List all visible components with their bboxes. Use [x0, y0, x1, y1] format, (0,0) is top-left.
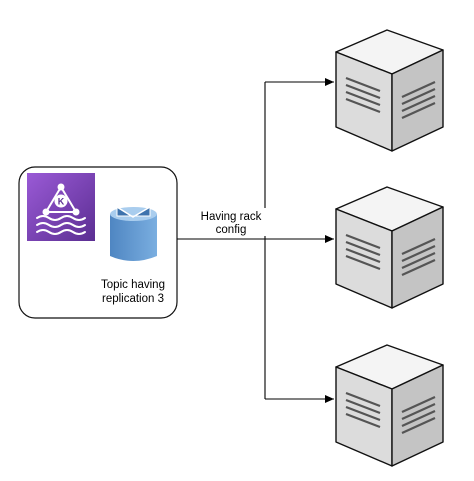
server-group [335, 29, 444, 467]
server-slot-left [345, 90, 381, 107]
server-slot-right [401, 244, 436, 263]
server-side-face [391, 49, 444, 152]
server-slot-left [345, 405, 381, 422]
server-slot-left [345, 83, 381, 100]
edge-label-line2: config [216, 224, 247, 236]
server-slot-left [345, 398, 381, 415]
edge-label-bg [194, 208, 268, 236]
server-slot-left [345, 247, 381, 264]
edge-label-line1: Having rack [201, 211, 262, 223]
kafka-icon-letter: K [58, 197, 65, 207]
server-slot-right [401, 94, 436, 113]
server-slot-right [401, 101, 436, 120]
server-slot-right [401, 80, 436, 99]
server-cube-icon [335, 186, 444, 309]
connector-edges [177, 78, 334, 403]
server-side-face [391, 206, 444, 309]
topic-label-line1: Topic having [101, 279, 165, 291]
server-slot-right [401, 87, 436, 106]
topic-label-line2: replication 3 [102, 293, 164, 305]
server-slot-right [401, 251, 436, 270]
server-slot-left [345, 233, 381, 250]
server-slot-right [401, 237, 436, 256]
server-slot-left [345, 240, 381, 257]
server-slot-right [401, 402, 436, 421]
amazon-msk-kafka-icon: K [27, 173, 95, 241]
server-cube-icon [335, 344, 444, 467]
server-slot-left [345, 254, 381, 271]
server-slot-right [401, 416, 436, 435]
server-slot-right [401, 395, 436, 414]
server-slot-left [345, 391, 381, 408]
topic-bucket-icon [110, 206, 157, 261]
server-slot-left [345, 412, 381, 429]
server-slot-left [345, 76, 381, 93]
server-side-face [391, 364, 444, 467]
server-cube-icon [335, 29, 444, 152]
server-slot-left [345, 97, 381, 114]
server-slot-right [401, 258, 436, 277]
server-slot-right [401, 409, 436, 428]
